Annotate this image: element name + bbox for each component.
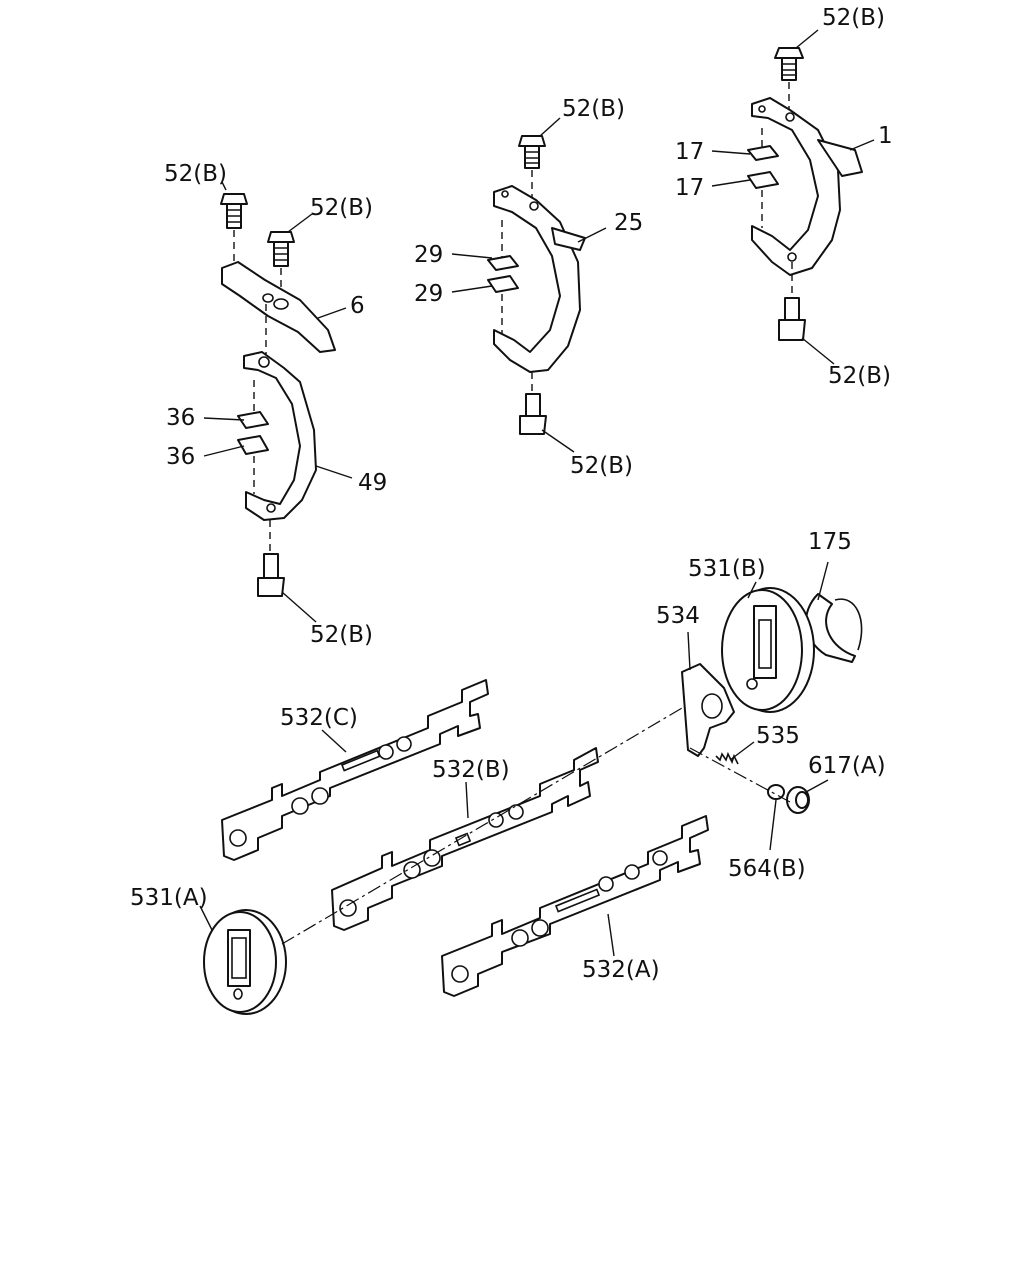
label-17-lower: 17 — [675, 175, 704, 201]
label-36-upper: 36 — [166, 405, 195, 431]
shim-part-29-lower — [487, 275, 519, 334]
label-532b: 532(B) — [432, 757, 510, 783]
label-532c: 532(C) — [280, 705, 358, 731]
shim-part-29-upper — [487, 220, 519, 271]
label-17-upper: 17 — [675, 139, 704, 165]
label-531a: 531(A) — [130, 885, 208, 911]
bolt-left-1 — [220, 193, 248, 229]
bolt-middle-top — [518, 135, 546, 169]
label-531b: 531(B) — [688, 556, 766, 582]
label-29-upper: 29 — [414, 242, 443, 268]
label-535: 535 — [756, 723, 800, 749]
bracket-part-1 — [751, 97, 863, 276]
label-564b: 564(B) — [728, 856, 806, 882]
disc-part-531a — [203, 909, 287, 1015]
label-49: 49 — [358, 470, 387, 496]
bar-part-532b — [331, 747, 599, 931]
leader-lines — [199, 29, 875, 957]
label-534: 534 — [656, 603, 700, 629]
oring-part-564b — [767, 784, 785, 800]
label-532a: 532(A) — [582, 957, 660, 983]
label-36-lower: 36 — [166, 444, 195, 470]
shim-part-36-upper — [237, 380, 269, 429]
spring-part-535 — [715, 751, 739, 765]
shim-part-17-lower — [747, 171, 779, 228]
plate-part-534 — [681, 663, 735, 757]
label-25: 25 — [614, 210, 643, 236]
bracket-part-25 — [493, 185, 586, 373]
label-52b-left-2: 52(B) — [310, 195, 373, 221]
label-1: 1 — [878, 123, 893, 149]
bolt-top-right — [774, 47, 804, 81]
label-617a: 617(A) — [808, 753, 886, 779]
bolt-middle-bottom — [519, 393, 547, 435]
shim-part-36-lower — [237, 435, 269, 494]
label-52b-top-right: 52(B) — [822, 5, 885, 31]
bolt-left-2 — [267, 231, 295, 267]
bolt-right-bottom — [778, 297, 806, 341]
label-175: 175 — [808, 529, 852, 555]
plate-part-6 — [221, 261, 336, 353]
label-29-lower: 29 — [414, 281, 443, 307]
label-52b-left-bottom: 52(B) — [310, 622, 373, 648]
bar-part-532c — [221, 679, 489, 861]
disc-part-531b — [721, 587, 815, 713]
nut-part-617a — [786, 786, 810, 814]
bar-part-532a — [441, 815, 709, 997]
label-52b-left-1: 52(B) — [164, 161, 227, 187]
bolt-left-bottom — [257, 553, 285, 597]
shim-part-17-upper — [747, 128, 779, 161]
bracket-part-49 — [243, 351, 317, 521]
label-6: 6 — [350, 293, 365, 319]
label-52b-right-bottom: 52(B) — [828, 363, 891, 389]
label-52b-middle-bottom: 52(B) — [570, 453, 633, 479]
label-52b-middle-top: 52(B) — [562, 96, 625, 122]
